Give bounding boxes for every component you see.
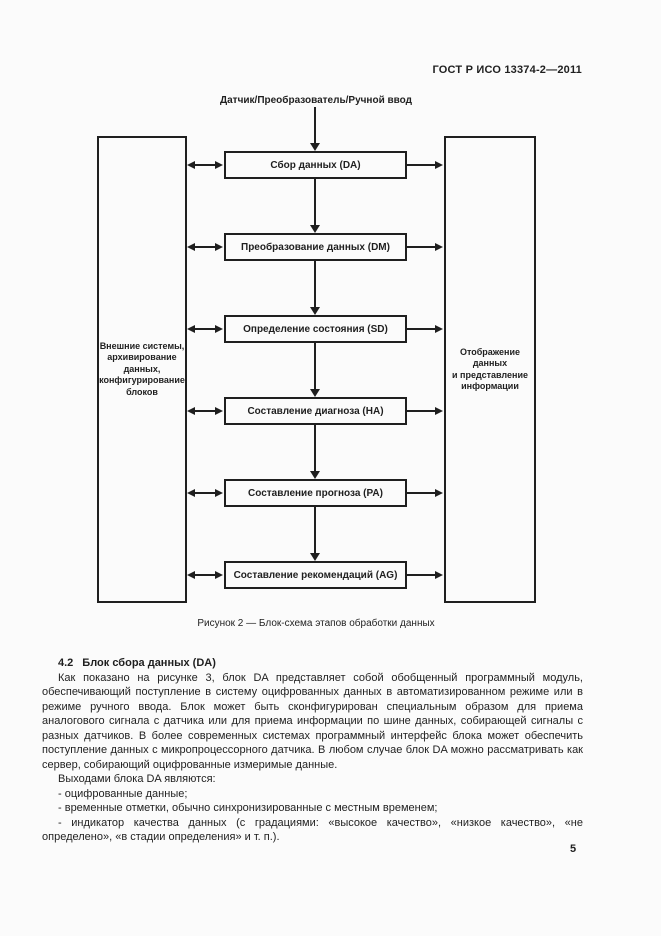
arrow-right-icon (215, 325, 223, 333)
arrow-right-icon (215, 407, 223, 415)
arrow-right-icon (215, 161, 223, 169)
page-number: 5 (570, 843, 577, 855)
data-display-panel: Отображение данных и представление инфор… (444, 136, 536, 603)
right-connector-line (407, 246, 436, 248)
arrow-down-icon (310, 225, 320, 233)
left-connector-line (193, 164, 217, 166)
arrow-right-icon (435, 325, 443, 333)
right-connector-line (407, 164, 436, 166)
arrow-left-icon (187, 243, 195, 251)
flow-box-2: Преобразование данных (DM) (224, 233, 407, 261)
arrow-right-icon (435, 571, 443, 579)
figure-caption: Рисунок 2 — Блок-схема этапов обработки … (197, 618, 435, 629)
outputs-intro: Выходами блока DA являются: (58, 773, 216, 785)
arrow-left-icon (187, 489, 195, 497)
right-connector-line (407, 328, 436, 330)
external-systems-panel: Внешние системы, архивирование данных, к… (97, 136, 187, 603)
right-connector-line (407, 492, 436, 494)
flow-box-4: Составление диагноза (HA) (224, 397, 407, 425)
section-body: 4.2 Блок сбора данных (DA) Как показано н… (42, 656, 583, 845)
right-connector-line (407, 574, 436, 576)
left-connector-line (193, 410, 217, 412)
down-connector-line (314, 343, 316, 390)
arrow-down-icon (310, 307, 320, 315)
arrow-right-icon (435, 243, 443, 251)
external-systems-label: Внешние системы, архивирование данных, к… (99, 340, 185, 397)
document-header: ГОСТ Р ИСО 13374-2—2011 (432, 64, 582, 76)
data-display-label: Отображение данных и представление инфор… (452, 346, 528, 392)
arrow-right-icon (435, 161, 443, 169)
left-connector-line (193, 246, 217, 248)
arrow-left-icon (187, 161, 195, 169)
section-title: Блок сбора данных (DA) (82, 657, 216, 669)
left-connector-line (193, 328, 217, 330)
arrow-left-icon (187, 571, 195, 579)
input-connector-line (314, 107, 316, 144)
arrow-right-icon (435, 407, 443, 415)
flow-box-5: Составление прогноза (PA) (224, 479, 407, 507)
down-connector-line (314, 507, 316, 554)
arrow-left-icon (187, 325, 195, 333)
arrow-right-icon (215, 571, 223, 579)
arrow-down-icon (310, 143, 320, 151)
flow-box-1: Сбор данных (DA) (224, 151, 407, 179)
diagram-input-label: Датчик/Преобразователь/Ручной ввод (220, 95, 412, 106)
list-item: - индикатор качества данных (с градациям… (42, 816, 583, 844)
arrow-right-icon (435, 489, 443, 497)
arrow-down-icon (310, 389, 320, 397)
arrow-down-icon (310, 471, 320, 479)
arrow-left-icon (187, 407, 195, 415)
left-connector-line (193, 492, 217, 494)
paragraph: Как показано на рисунке 3, блок DA предс… (42, 671, 583, 771)
down-connector-line (314, 261, 316, 308)
arrow-right-icon (215, 489, 223, 497)
flow-box-3: Определение состояния (SD) (224, 315, 407, 343)
arrow-down-icon (310, 553, 320, 561)
list-item: - оцифрованные данные; (58, 787, 188, 800)
down-connector-line (314, 425, 316, 472)
right-connector-line (407, 410, 436, 412)
down-connector-line (314, 179, 316, 226)
list-item: - временные отметки, обычно синхронизиро… (58, 802, 438, 814)
arrow-right-icon (215, 243, 223, 251)
section-heading: 4.2 Блок сбора данных (DA) (42, 656, 583, 671)
left-connector-line (193, 574, 217, 576)
flow-box-6: Составление рекомендаций (AG) (224, 561, 407, 589)
section-number: 4.2 (58, 657, 74, 669)
